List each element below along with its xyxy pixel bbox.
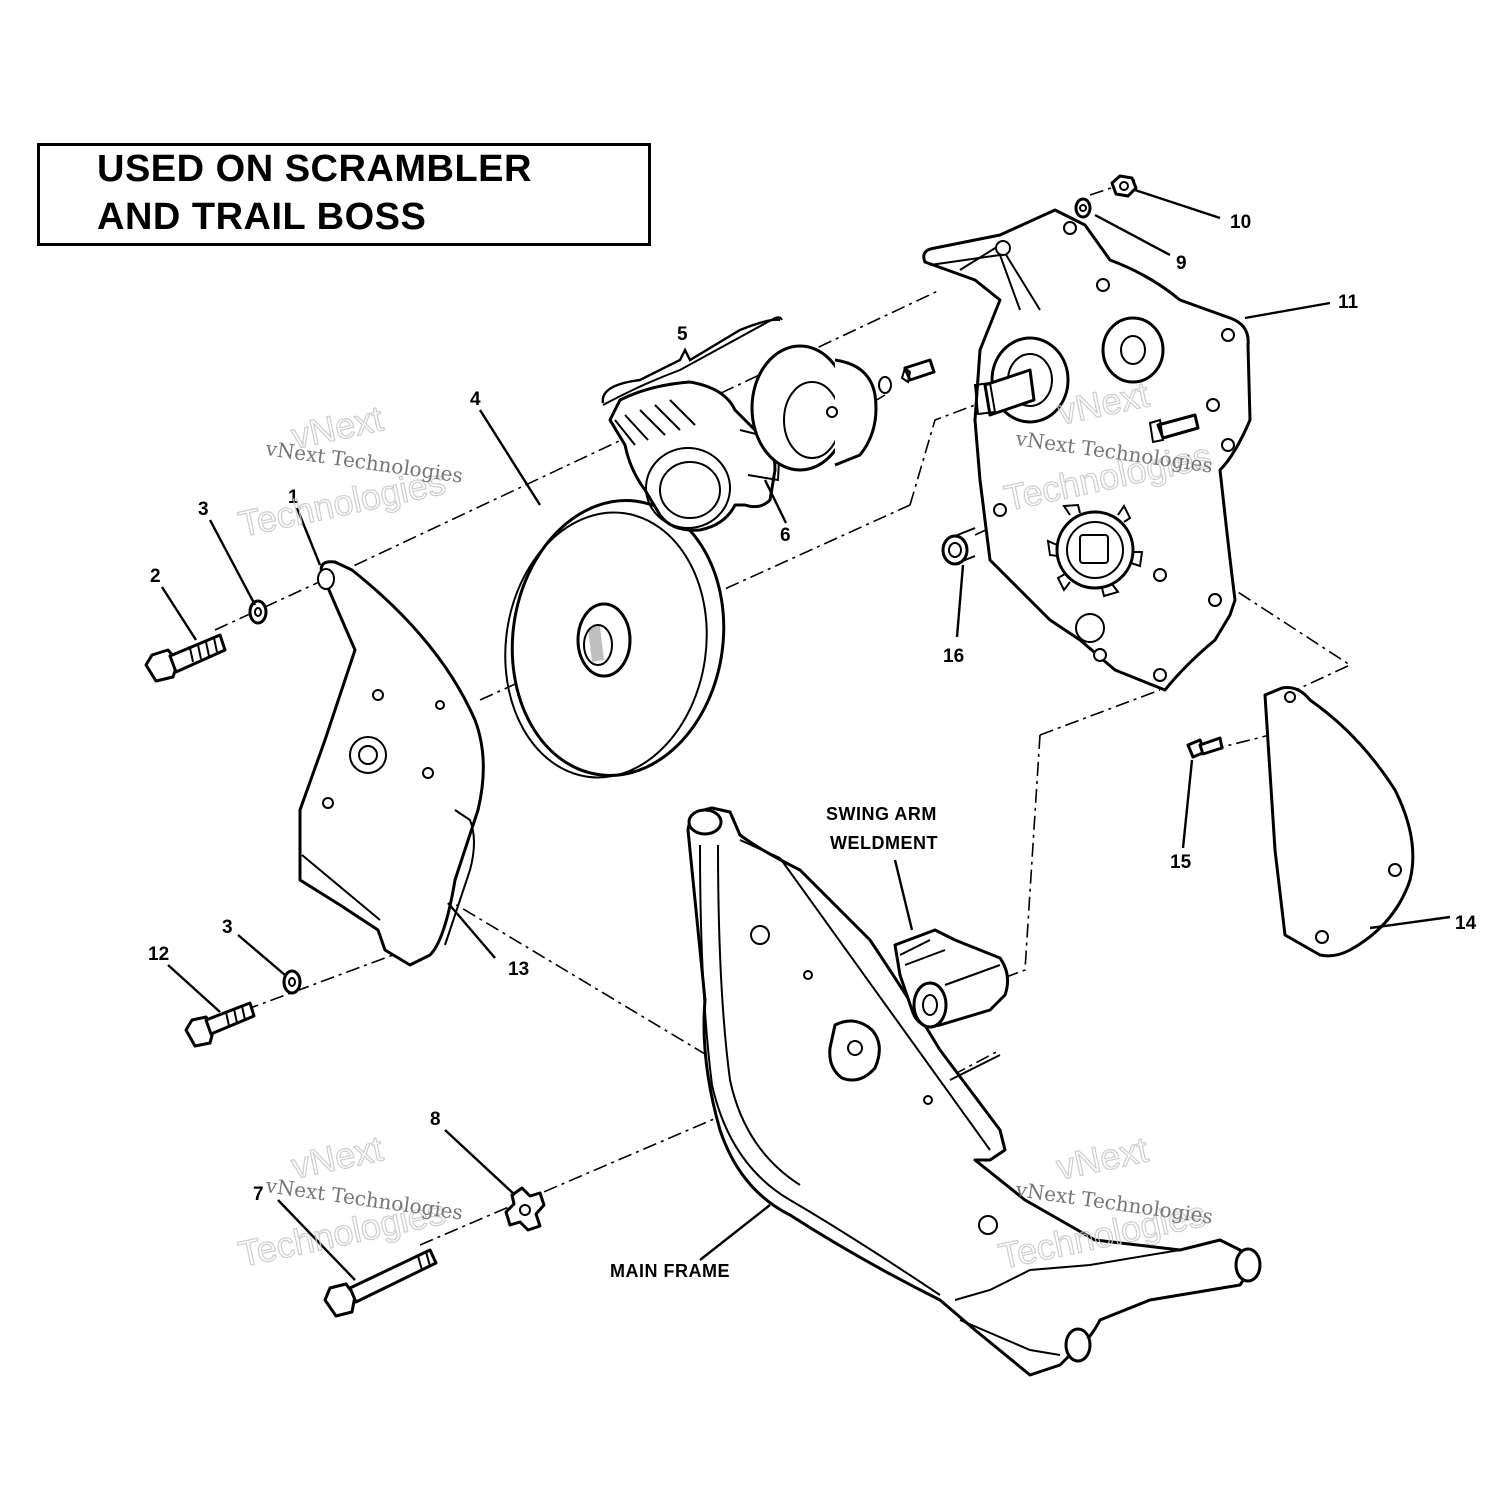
callout-12: 12 [148,944,169,965]
washer-3-upper [248,599,268,625]
leader-lines [160,188,1451,1281]
star-nut-8 [504,1186,546,1232]
callouts: 1 2 3 3 4 5 6 7 8 9 10 11 12 13 14 15 16 [148,212,1477,1205]
callout-1: 1 [288,487,299,508]
applicability-title-box: USED ON SCRAMBLER AND TRAIL BOSS [37,143,651,246]
jackshaft-sprocket [1046,503,1144,598]
nut-and-washer [1074,174,1138,219]
callout-7: 7 [253,1184,264,1205]
callout-9: 9 [1176,253,1187,274]
title-line-1: USED ON SCRAMBLER [97,148,532,190]
callout-3-upper: 3 [198,499,209,520]
chaincase-housing [922,208,1252,692]
washer-3-lower [282,969,302,995]
callout-2: 2 [150,566,161,587]
brake-caliper-assembly [602,316,878,532]
swing-arm-label-line1: SWING ARM [826,804,937,824]
callout-8: 8 [430,1109,441,1130]
callout-13: 13 [508,959,529,980]
title-line-2: AND TRAIL BOSS [97,196,427,238]
screw-15 [1186,736,1224,759]
bolt-12 [184,1001,256,1048]
swing-arm-weldment [893,928,1010,1029]
callout-16: 16 [943,646,964,667]
callout-3-lower: 3 [222,917,233,938]
callout-11: 11 [1338,292,1359,313]
bolt-7 [323,1248,438,1318]
chaincase-cover [1263,686,1415,958]
callout-6: 6 [780,525,791,546]
bolt-2 [144,633,227,683]
callout-4: 4 [470,389,481,410]
bushing-16 [941,527,976,566]
caliper-bolt [878,358,936,394]
callout-5: 5 [677,324,688,345]
callout-14: 14 [1455,913,1477,934]
main-frame-label: MAIN FRAME [610,1261,730,1281]
chaincase-plate [298,560,485,967]
svg-text:vNext: vNext [1053,1129,1152,1188]
callout-10: 10 [1230,212,1251,233]
component-labels: SWING ARM WELDMENT MAIN FRAME [610,804,938,1281]
main-frame [686,806,1262,1377]
callout-15: 15 [1170,852,1192,873]
swing-arm-label-line2: WELDMENT [830,833,938,853]
drive-disc [504,499,726,779]
